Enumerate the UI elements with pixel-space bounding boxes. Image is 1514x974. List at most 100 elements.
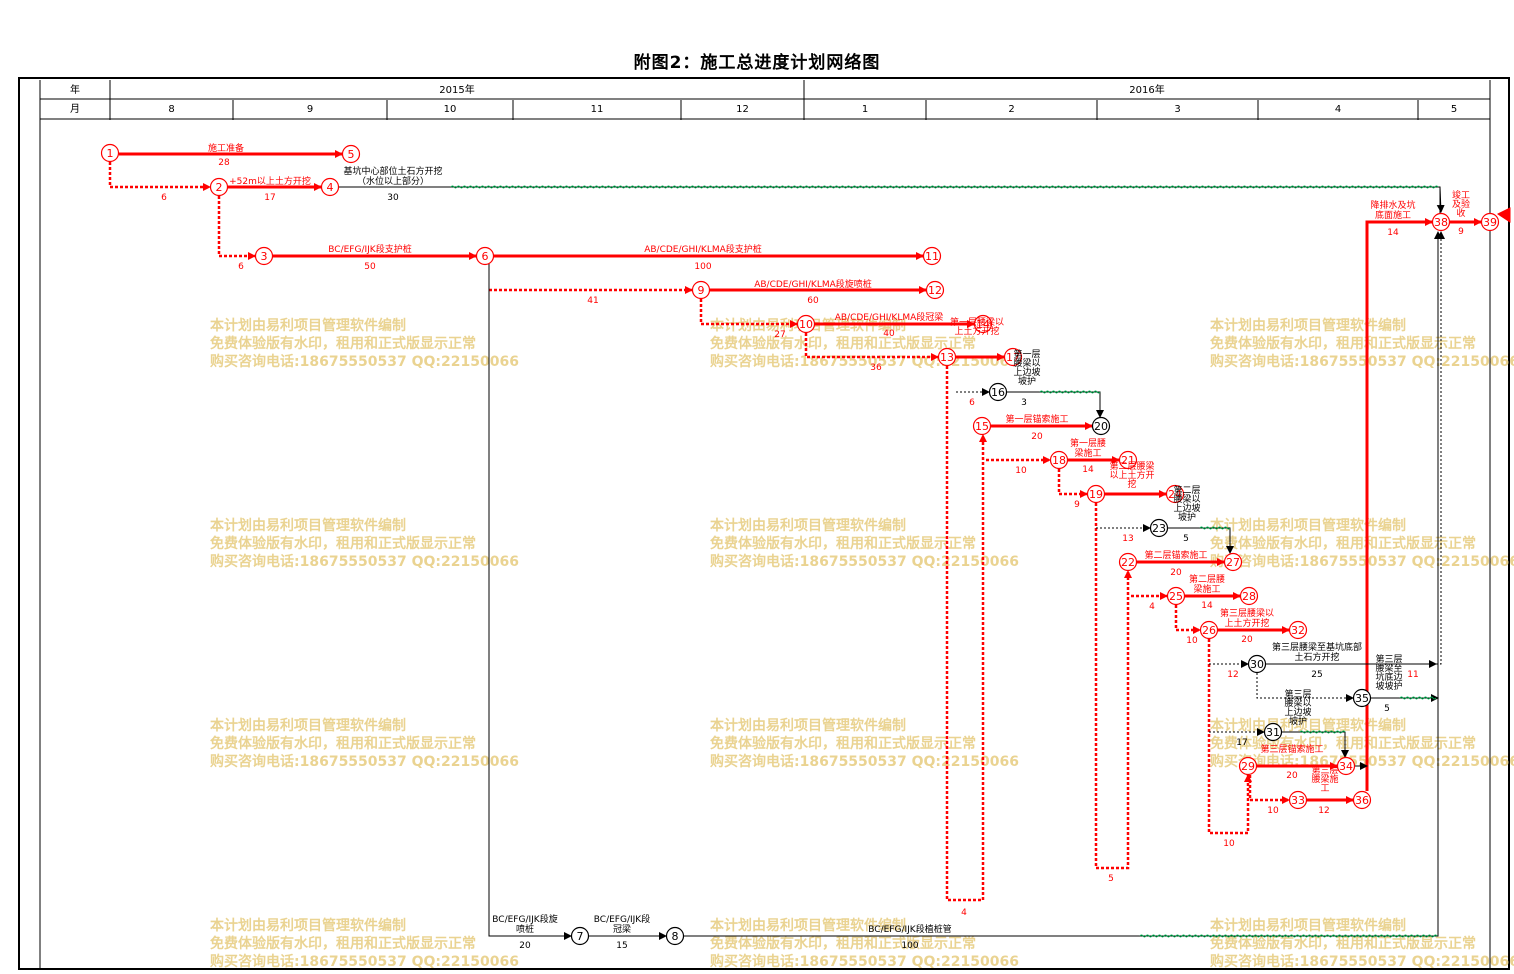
node-number: 11 (925, 250, 939, 263)
label-beam-3: 工 (1320, 784, 1329, 794)
dummy-duration: 5 (1384, 704, 1390, 714)
finish-flag-icon (1497, 207, 1511, 223)
node-circle (1166, 586, 1186, 606)
dummy-duration: 5 (1183, 534, 1189, 544)
task-name: BC/EFG/IJK段植桩管 (868, 923, 951, 935)
dummy-duration: 10 (1186, 636, 1198, 646)
node-number: 26 (1202, 624, 1216, 637)
watermark-text: 本计划由易利项目管理软件编制 (1210, 517, 1406, 534)
label-slope-3: 第三层 (1284, 688, 1311, 700)
task-name: 基坑中心部位土石方开挖 (343, 165, 442, 177)
node-circle (475, 246, 495, 266)
task-name: BC/EFG/IJK段支护桩 (328, 243, 411, 255)
task-duration: 20 (1241, 635, 1253, 645)
year-header-label: 年 (70, 83, 80, 96)
task-duration: 9 (1458, 227, 1464, 237)
node-number: 23 (1152, 522, 1166, 535)
task-name: 降排水及坑 (1370, 199, 1415, 211)
task-name: 第三层锚索施工 (1260, 743, 1323, 755)
dummy-arrow-9-10 (699, 299, 798, 328)
node-number: 6 (482, 250, 489, 263)
task-name: 第一层腰 (1070, 437, 1106, 449)
node-number: 17 (1006, 351, 1020, 364)
node-circle (937, 347, 957, 367)
label-slope-1: 上边坡 (1013, 366, 1040, 378)
watermark-text: 购买咨询电话:18675550537 QQ:22150066 (210, 553, 519, 570)
watermark-text: 购买咨询电话:18675550537 QQ:22150066 (1210, 953, 1514, 970)
node-number: 29 (1241, 760, 1255, 773)
task-name: AB/CDE/GHI/KLMA段冠梁 (835, 311, 944, 323)
task-name-line2: 土石方开挖 (1294, 651, 1339, 663)
dummy-duration: 12 (1227, 670, 1238, 680)
dummy-duration: 41 (587, 296, 598, 306)
dummy-duration: 3 (1021, 398, 1027, 408)
dummy-duration: 6 (161, 193, 167, 203)
watermark-text: 免费体验版有水印，租用和正式版显示正常 (210, 935, 476, 952)
label-slope-4: 坑底边 (1375, 671, 1402, 683)
month-cell: 1 (862, 104, 868, 115)
chart-frame (18, 77, 1510, 970)
dummy-arrow-25-26 (1174, 605, 1201, 634)
node-number: 10 (799, 318, 813, 331)
task-name-line2: 梁施工 (1193, 583, 1220, 595)
node-circle (1223, 552, 1243, 572)
node-circle (1288, 790, 1308, 810)
node-circle (570, 926, 590, 946)
node-number: 27 (1226, 556, 1240, 569)
month-cell: 10 (444, 104, 457, 115)
label-slope-1: 坡护 (1018, 375, 1036, 387)
task-name-line3: 收 (1456, 207, 1465, 219)
task-name: 第一层锚索施工 (1005, 413, 1068, 425)
label-slope-3: 坡护 (1289, 715, 1307, 727)
node-circle (1118, 552, 1138, 572)
watermark-text: 本计划由易利项目管理软件编制 (210, 917, 406, 934)
node-number: 13 (940, 351, 954, 364)
task-name-line2: 上土方开挖 (1224, 617, 1269, 629)
node-circle (1165, 484, 1185, 504)
watermark-text: 免费体验版有水印，租用和正式版显示正常 (210, 535, 476, 552)
task-name: BC/EFG/IJK段旋 (492, 913, 557, 925)
task-name: 第二层锚索施工 (1144, 549, 1207, 561)
label-slope-4: 坡坡护 (1375, 680, 1402, 692)
node-number: 12 (928, 284, 942, 297)
task-duration: 20 (519, 941, 531, 951)
dummy-arrow-30-35 (1256, 673, 1354, 702)
watermark-text: 免费体验版有水印，租用和正式版显示正常 (710, 735, 976, 752)
node-number: 7 (577, 930, 584, 943)
page-title: 附图2：施工总进度计划网络图 (633, 53, 881, 73)
watermark-text: 本计划由易利项目管理软件编制 (210, 317, 406, 334)
task-duration: 100 (901, 941, 918, 951)
task-duration: 30 (387, 193, 399, 203)
node-number: 20 (1094, 420, 1108, 433)
label-second-beam-excav: 挖 (1127, 478, 1136, 490)
free-float-35-38 (1399, 696, 1437, 700)
node-circle (1247, 654, 1267, 674)
free-float-16-20 (1039, 390, 1101, 394)
node-circle (972, 416, 992, 436)
month-cell: 2 (1008, 104, 1014, 115)
task-name: AB/CDE/GHI/KLMA段旋喷桩 (754, 278, 872, 290)
node-circle (320, 177, 340, 197)
task-name: 施工准备 (208, 142, 244, 154)
task-name: AB/CDE/GHI/KLMA段支护桩 (644, 243, 762, 255)
node-number: 16 (991, 386, 1005, 399)
dummy-duration: 4 (961, 908, 967, 918)
task-name-line2: 及验 (1452, 198, 1470, 210)
dummy-duration: 9 (1074, 500, 1080, 510)
node-circle (1352, 688, 1372, 708)
task-name: +52m以上土方开挖 (229, 175, 311, 187)
node-circle (1263, 722, 1283, 742)
node-number: 30 (1250, 658, 1264, 671)
label-slope-3: 上边坡 (1284, 706, 1311, 718)
dummy-arrow-30-38 (1436, 231, 1445, 665)
task-duration: 40 (883, 329, 895, 339)
node-circle (691, 280, 711, 300)
node-circle (973, 314, 993, 334)
month-cell: 4 (1335, 104, 1341, 115)
task-name-line2: 梁施工 (1074, 447, 1101, 459)
node-circle (1199, 620, 1219, 640)
dummy-duration: 10 (1223, 839, 1235, 849)
free-float-31-34 (1299, 730, 1346, 734)
task-arrow-6-7 (488, 260, 572, 940)
dummy-duration: 10 (1267, 806, 1279, 816)
